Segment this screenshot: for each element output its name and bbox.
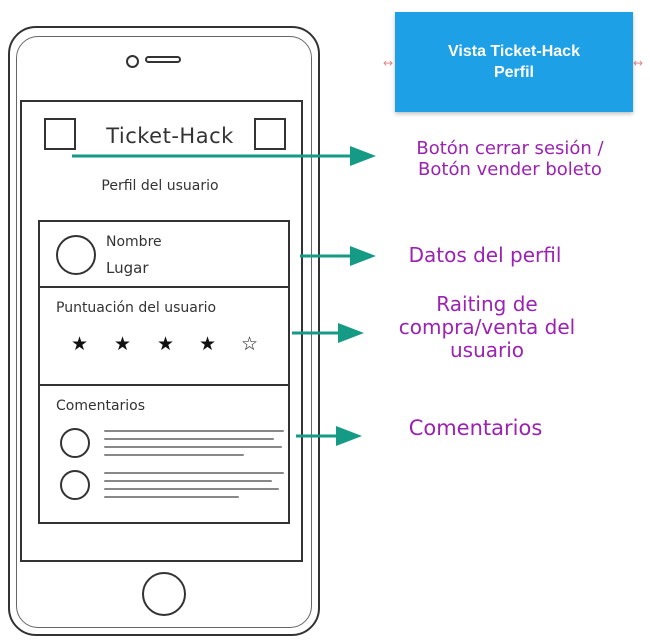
annotation-comments: Comentarios bbox=[408, 416, 543, 440]
comment-text-placeholder bbox=[104, 430, 284, 432]
home-button[interactable] bbox=[142, 572, 186, 616]
camera-icon bbox=[126, 55, 139, 68]
rating-divider bbox=[40, 384, 288, 386]
arrow-profile-data bbox=[300, 246, 376, 266]
view-title-badge: Vista Ticket-Hack Perfil bbox=[395, 12, 633, 112]
arrow-comments bbox=[296, 426, 362, 446]
profile-place: Lugar bbox=[106, 259, 149, 277]
star-filled-icon: ★ bbox=[71, 333, 89, 355]
comments-label: Comentarios bbox=[56, 398, 146, 414]
right-connector-handle: ↔ bbox=[633, 56, 644, 70]
rating-label: Puntuación del usuario bbox=[56, 300, 217, 316]
annotation-profile-data: Datos del perfil bbox=[408, 243, 562, 267]
star-filled-icon: ★ bbox=[114, 333, 132, 355]
phone-body bbox=[8, 26, 320, 636]
star-filled-icon: ★ bbox=[157, 333, 175, 355]
profile-card bbox=[38, 220, 290, 524]
profile-name: Nombre bbox=[106, 234, 162, 250]
view-title-line1: Vista Ticket-Hack bbox=[448, 43, 580, 60]
comment-avatar bbox=[60, 470, 90, 500]
speaker-icon bbox=[145, 56, 181, 63]
comment-text-placeholder bbox=[104, 438, 274, 440]
annotation-rating-line1: Raiting de bbox=[436, 292, 538, 316]
avatar bbox=[56, 235, 96, 275]
comment-text-placeholder bbox=[104, 488, 279, 490]
annotation-buttons-line1: Botón cerrar sesión / bbox=[416, 138, 604, 159]
comment-text-placeholder bbox=[104, 480, 272, 482]
profile-divider bbox=[40, 286, 288, 288]
comment-avatar bbox=[60, 428, 90, 458]
page-subtitle: Perfil del usuario bbox=[101, 178, 219, 194]
arrow-rating bbox=[292, 323, 364, 343]
phone-screen bbox=[20, 100, 303, 562]
annotation-buttons: Botón cerrar sesión / Botón vender bolet… bbox=[378, 138, 642, 180]
annotation-rating-line3: usuario bbox=[449, 338, 525, 362]
comment-text-placeholder bbox=[104, 472, 284, 474]
comment-text-placeholder bbox=[104, 454, 244, 456]
comment-text-placeholder bbox=[104, 446, 282, 448]
sell-ticket-button[interactable] bbox=[254, 118, 286, 150]
annotation-buttons-line2: Botón vender boleto bbox=[418, 159, 602, 180]
comment-text-placeholder bbox=[104, 496, 239, 498]
star-empty-icon: ☆ bbox=[241, 333, 259, 355]
annotation-rating: Raiting de compra/venta del usuario bbox=[372, 293, 602, 362]
star-filled-icon: ★ bbox=[199, 333, 217, 355]
arrow-buttons bbox=[72, 146, 376, 166]
left-connector-handle: ↔ bbox=[383, 56, 394, 70]
app-title: Ticket-Hack bbox=[106, 124, 234, 148]
view-title-line2: Perfil bbox=[493, 64, 534, 81]
logout-button[interactable] bbox=[44, 118, 76, 150]
annotation-rating-line2: compra/venta del bbox=[398, 315, 576, 339]
